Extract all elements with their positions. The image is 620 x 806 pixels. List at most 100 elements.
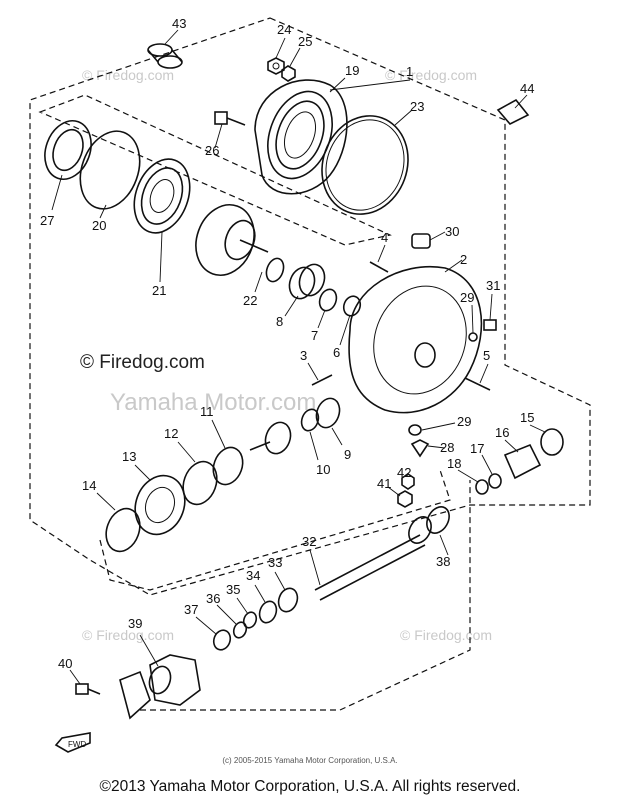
part-16-boot (503, 443, 542, 480)
label-part-27: 27 (40, 213, 54, 228)
part-12-bearing (182, 460, 218, 506)
part-pinion-gear (249, 421, 292, 455)
label-part-25: 25 (298, 34, 312, 49)
label-part-35: 35 (226, 582, 240, 597)
watermark-firedog: © Firedog.com (400, 627, 492, 643)
part-32-drive-shaft (314, 516, 432, 601)
part-40-bolt (75, 683, 101, 695)
fwd-arrow: FWD (54, 732, 91, 753)
part-10-collar (300, 408, 320, 432)
part-34-spacer (258, 600, 278, 624)
outline-main-assembly (29, 17, 591, 596)
outline-gear-group (38, 94, 392, 246)
label-part-23: 23 (410, 99, 424, 114)
part-41-nut (397, 490, 413, 508)
part-18-washer (475, 479, 489, 495)
label-part-17: 17 (470, 441, 484, 456)
label-part-10: 10 (316, 462, 330, 477)
outline-lower-group (99, 469, 451, 591)
label-part-4: 4 (381, 230, 388, 245)
part-15-seal (540, 428, 564, 456)
label-part-19: 19 (345, 63, 359, 78)
part-4-stud (369, 261, 389, 273)
part-21-bearing (133, 158, 191, 234)
fwd-label: FWD (68, 740, 86, 749)
part-36-washer (232, 621, 248, 639)
label-part-9: 9 (344, 447, 351, 462)
label-part-42: 42 (397, 465, 411, 480)
part-37-circlip (212, 629, 232, 651)
part-5-pin (464, 377, 491, 391)
label-part-26: 26 (205, 143, 219, 158)
label-part-40: 40 (58, 656, 72, 671)
label-part-5: 5 (483, 348, 490, 363)
part-17-washer (488, 473, 502, 489)
watermark-firedog: © Firedog.com (385, 67, 477, 83)
label-part-36: 36 (206, 591, 220, 606)
watermark-yamaha: Yamaha Motor.com (110, 389, 316, 416)
part-42-nut (401, 473, 415, 490)
label-part-34: 34 (246, 568, 260, 583)
part-11-shim (212, 446, 244, 486)
part-44-plate (496, 98, 530, 125)
part-labels: 1 2 3 4 5 6 7 8 9 10 11 12 13 14 15 16 1… (40, 16, 534, 671)
label-part-2: 2 (460, 252, 467, 267)
label-part-21: 21 (152, 283, 166, 298)
part-22-ring-gear (195, 204, 285, 283)
part-29-washer (468, 332, 478, 342)
watermark-firedog: © Firedog.com (82, 67, 174, 83)
label-part-18: 18 (447, 456, 461, 471)
label-part-43: 43 (172, 16, 186, 31)
part-25-washer (281, 65, 296, 82)
label-part-44: 44 (520, 81, 534, 96)
part-39-universal-joint (119, 654, 201, 720)
part-33-collar (277, 587, 299, 613)
part-20-o-ring (79, 130, 141, 210)
label-part-31: 31 (486, 278, 500, 293)
part-31-bolt (483, 319, 497, 331)
label-part-7: 7 (311, 328, 318, 343)
label-part-39: 39 (128, 616, 142, 631)
label-part-1: 1 (406, 64, 413, 79)
part-26-bolt (214, 111, 246, 126)
part-13-coupling (134, 474, 186, 536)
label-part-15: 15 (520, 410, 534, 425)
label-part-3: 3 (300, 348, 307, 363)
part-43-collar (147, 43, 183, 69)
label-part-33: 33 (268, 555, 282, 570)
label-part-37: 37 (184, 602, 198, 617)
label-part-12: 12 (164, 426, 178, 441)
label-part-29-lower: 29 (457, 414, 471, 429)
label-part-30: 30 (445, 224, 459, 239)
part-7-shim (318, 288, 338, 312)
part-38-gear (426, 506, 450, 534)
part-2-gear-case (348, 266, 483, 414)
part-28-bolt (410, 439, 430, 458)
label-part-13: 13 (122, 449, 136, 464)
part-30-cap (411, 233, 431, 249)
label-part-14: 14 (82, 478, 96, 493)
label-part-8: 8 (276, 314, 283, 329)
label-part-28: 28 (440, 440, 454, 455)
label-part-32: 32 (302, 534, 316, 549)
watermark-firedog: © Firedog.com (82, 627, 174, 643)
part-8-bearing (288, 263, 326, 300)
part-6-spacer (342, 295, 362, 317)
part-14-circlip (105, 507, 141, 553)
inner-copyright: (c) 2005-2015 Yamaha Motor Corporation, … (222, 756, 398, 765)
leader-lines (51, 29, 546, 685)
label-part-11: 11 (200, 404, 214, 419)
label-part-16: 16 (495, 425, 509, 440)
label-part-24: 24 (277, 22, 291, 37)
label-part-29: 29 (460, 290, 474, 305)
part-35-washer (242, 611, 258, 629)
label-part-41: 41 (377, 476, 391, 491)
part-3-stud (311, 374, 333, 386)
label-part-20: 20 (92, 218, 106, 233)
footer-copyright: ©2013 Yamaha Motor Corporation, U.S.A. A… (99, 778, 521, 795)
part-23-o-ring (321, 115, 409, 215)
part-9-bearing (315, 397, 341, 429)
label-part-38: 38 (436, 554, 450, 569)
label-part-22: 22 (243, 293, 257, 308)
